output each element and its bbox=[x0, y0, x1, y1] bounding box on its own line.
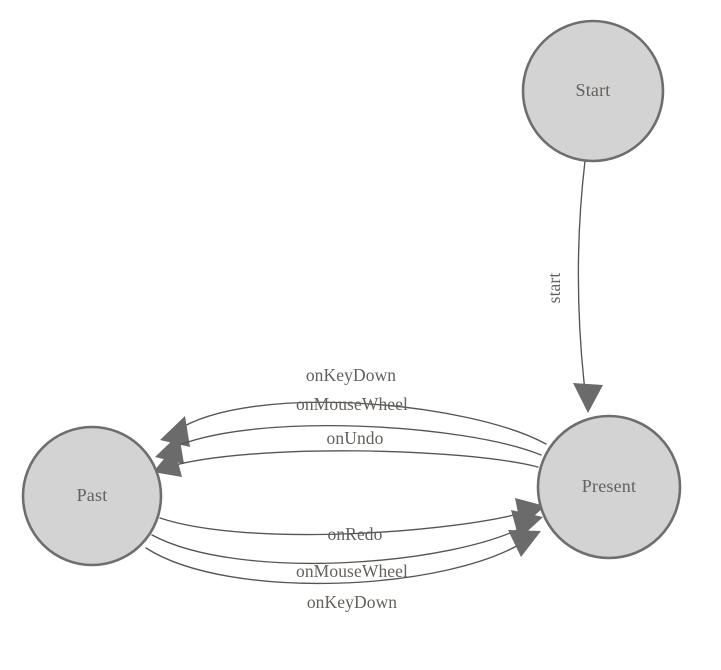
edge-present-past-onmousewheel[interactable]: onMouseWheel bbox=[155, 394, 542, 464]
edge-label-onredo: onRedo bbox=[327, 524, 382, 544]
arrowhead-icon bbox=[153, 447, 182, 477]
node-start-label: Start bbox=[576, 80, 611, 100]
edge-label-onkeydown-undo: onKeyDown bbox=[306, 365, 396, 385]
arrowhead-icon bbox=[573, 383, 603, 413]
node-start-circle[interactable] bbox=[521, 19, 665, 163]
edge-path[interactable] bbox=[159, 510, 530, 536]
edges-layer: start onKeyDown onMouseWheel onUndo bbox=[145, 160, 603, 612]
edge-path[interactable] bbox=[169, 425, 542, 456]
edge-past-present-onredo[interactable]: onRedo bbox=[159, 498, 545, 544]
nodes-layer: Start Past Present bbox=[21, 19, 682, 567]
edge-label-onmousewheel-redo: onMouseWheel bbox=[296, 561, 408, 581]
edge-past-present-onkeydown[interactable]: onKeyDown bbox=[145, 530, 541, 612]
edge-label-start: start bbox=[544, 273, 564, 304]
arrowhead-icon bbox=[160, 416, 190, 447]
node-present-label: Present bbox=[582, 476, 636, 496]
node-past-circle[interactable] bbox=[21, 425, 163, 567]
edge-path[interactable] bbox=[577, 160, 587, 401]
edge-label-onundo: onUndo bbox=[327, 428, 384, 448]
node-present-circle[interactable] bbox=[536, 414, 682, 560]
edge-path[interactable] bbox=[175, 401, 547, 445]
edge-label-onkeydown-redo: onKeyDown bbox=[307, 592, 397, 612]
edge-path[interactable] bbox=[151, 524, 528, 564]
edge-present-past-onundo[interactable]: onUndo bbox=[153, 428, 539, 477]
node-past-label: Past bbox=[77, 485, 108, 505]
edge-path[interactable] bbox=[145, 540, 526, 585]
edge-present-past-onkeydown[interactable]: onKeyDown bbox=[160, 365, 547, 447]
node-present[interactable]: Present bbox=[536, 414, 682, 560]
edge-start-present[interactable]: start bbox=[544, 160, 603, 413]
arrowhead-icon bbox=[155, 434, 184, 464]
edge-path[interactable] bbox=[167, 450, 539, 468]
node-past[interactable]: Past bbox=[21, 425, 163, 567]
arrowhead-icon bbox=[508, 530, 541, 557]
edge-label-onmousewheel-undo: onMouseWheel bbox=[296, 394, 408, 414]
node-start[interactable]: Start bbox=[521, 19, 665, 163]
